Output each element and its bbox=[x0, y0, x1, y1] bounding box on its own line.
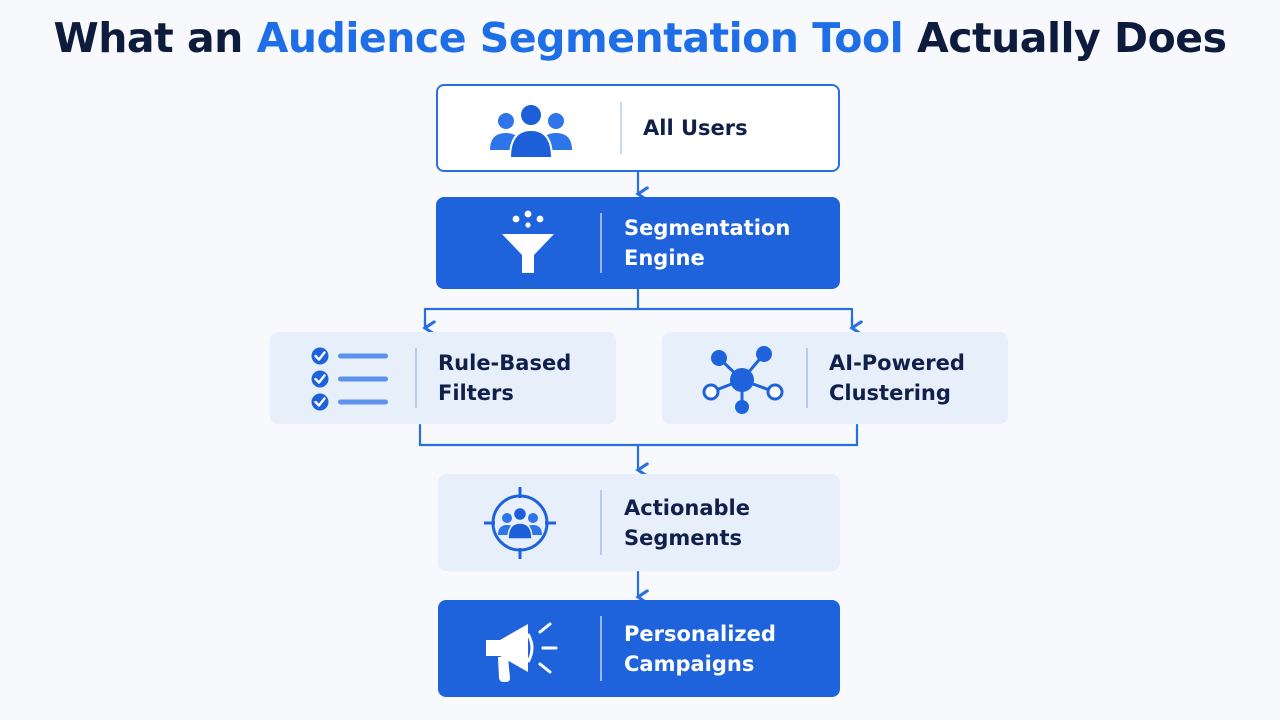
network-icon bbox=[700, 340, 784, 422]
node-segmentation-engine: Segmentation Engine bbox=[436, 197, 840, 289]
divider bbox=[806, 348, 808, 408]
divider bbox=[415, 348, 417, 408]
divider bbox=[620, 102, 622, 154]
node-label: Actionable Segments bbox=[624, 496, 750, 550]
users-group-icon bbox=[486, 100, 576, 164]
node-label: All Users bbox=[643, 116, 748, 140]
title-suffix: Actually Does bbox=[903, 14, 1227, 62]
node-label: Rule-Based Filters bbox=[438, 351, 572, 405]
arrow-engine-to-branches bbox=[423, 287, 854, 330]
divider bbox=[600, 616, 602, 681]
node-all-users: All Users bbox=[436, 84, 840, 172]
node-label: Personalized Campaigns bbox=[624, 622, 776, 676]
node-actionable-segments: Actionable Segments bbox=[438, 474, 840, 571]
node-ai-powered-clustering: AI-Powered Clustering bbox=[662, 332, 1008, 424]
target-audience-icon bbox=[478, 483, 562, 567]
node-rule-based-filters: Rule-Based Filters bbox=[270, 332, 616, 424]
megaphone-icon bbox=[480, 610, 564, 692]
node-label: AI-Powered Clustering bbox=[829, 351, 965, 405]
node-personalized-campaigns: Personalized Campaigns bbox=[438, 600, 840, 697]
divider bbox=[600, 213, 602, 273]
funnel-icon bbox=[496, 207, 560, 283]
title-highlight: Audience Segmentation Tool bbox=[256, 14, 904, 62]
arrow-branches-to-segments bbox=[418, 423, 859, 470]
title-prefix: What an bbox=[53, 14, 257, 62]
checklist-icon bbox=[308, 346, 392, 416]
divider bbox=[600, 490, 602, 555]
page-title: What an Audience Segmentation Tool Actua… bbox=[0, 14, 1280, 62]
node-label: Segmentation Engine bbox=[624, 216, 791, 270]
